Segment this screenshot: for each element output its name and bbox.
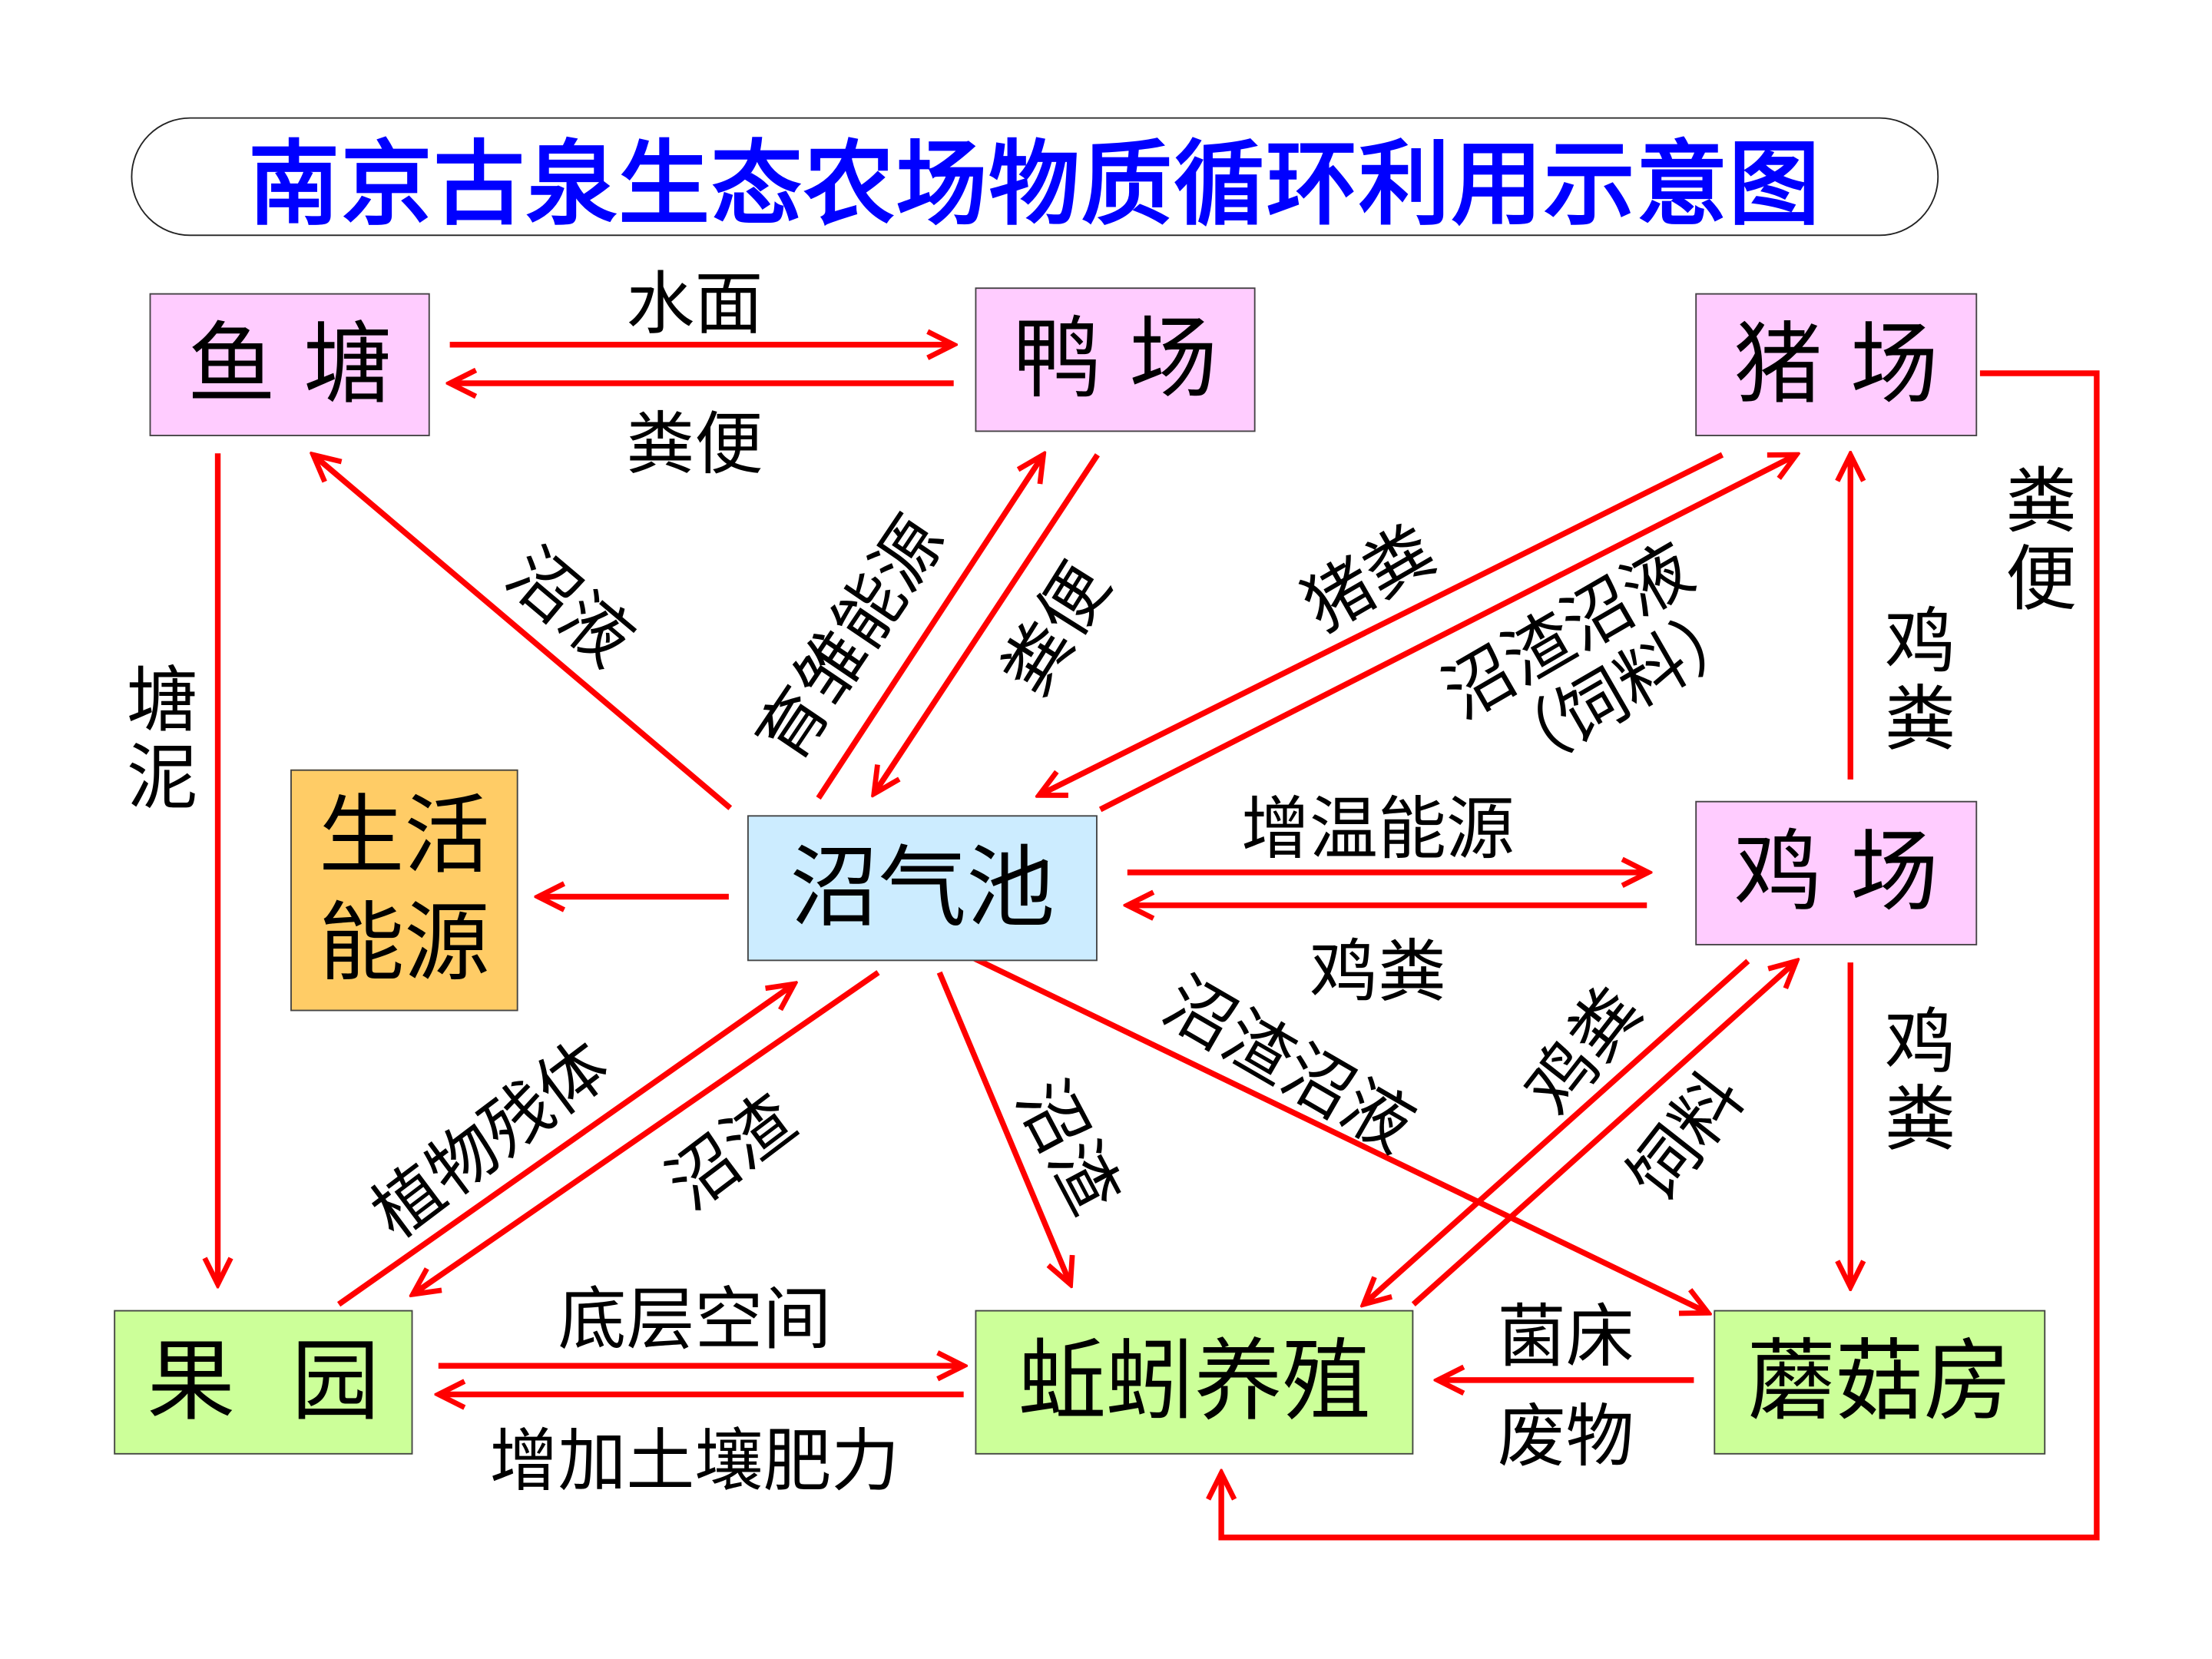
title-frame: 南京古泉生态农场物质循环利用示意图 bbox=[131, 117, 1939, 239]
arrow-biogas-to-pig bbox=[1098, 455, 1796, 813]
node-duck-farm: 鸭 场 bbox=[975, 287, 1256, 432]
arrow-orchard-to-biogas bbox=[336, 984, 794, 1307]
node-biogas-digester-label: 沼气池 bbox=[790, 835, 1055, 940]
node-living-energy: 生活 能源 bbox=[290, 769, 518, 1012]
node-living-energy-line2: 能源 bbox=[319, 892, 490, 994]
arrow-biogas-to-duck bbox=[816, 455, 1044, 800]
label-fish-to-orchard: 塘泥 bbox=[115, 662, 198, 817]
label-earthworm-to-orchard: 增加土壤肥力 bbox=[489, 1421, 900, 1502]
node-duck-farm-label: 鸭 场 bbox=[1012, 306, 1218, 412]
node-orchard-label: 果 园 bbox=[147, 1329, 380, 1434]
label-chicken-to-mushroom: 鸡粪 bbox=[1873, 1004, 1956, 1159]
arrow-biogas-to-orchard bbox=[412, 970, 880, 1294]
node-pig-farm: 猪 场 bbox=[1695, 293, 1978, 436]
arrow-chicken-to-earthworm bbox=[1363, 959, 1750, 1304]
label-chicken-to-biogas: 鸡粪 bbox=[1310, 932, 1446, 1013]
node-chicken-farm-label: 鸡 场 bbox=[1734, 820, 1939, 925]
label-pig-to-earthworm: 粪便 bbox=[1994, 463, 2077, 618]
node-fish-pond: 鱼 塘 bbox=[149, 293, 430, 436]
node-pig-farm-label: 猪 场 bbox=[1734, 311, 1939, 416]
label-biogas-to-chicken: 增温能源 bbox=[1241, 789, 1515, 870]
node-fish-pond-label: 鱼 塘 bbox=[187, 311, 392, 416]
arrow-duck-to-biogas bbox=[874, 453, 1100, 793]
arrow-biogas-to-fish bbox=[313, 455, 733, 810]
arrow-biogas-to-mushroom bbox=[966, 952, 1708, 1313]
node-earthworm-farm: 蚯蚓养殖 bbox=[975, 1310, 1414, 1455]
label-duck-to-fish: 粪便 bbox=[626, 404, 763, 485]
arrow-pig-to-earthworm bbox=[1221, 370, 2100, 1541]
page-title: 南京古泉生态农场物质循环利用示意图 bbox=[248, 132, 1822, 239]
label-fish-to-duck: 水面 bbox=[626, 264, 763, 345]
arrow-biogas-to-earthworm bbox=[936, 971, 1071, 1284]
node-orchard: 果 园 bbox=[114, 1310, 413, 1455]
node-living-energy-line1: 生活 bbox=[319, 786, 490, 886]
node-chicken-farm: 鸡 场 bbox=[1695, 800, 1978, 945]
label-mushroom-to-earthworm-line1: 菌床 bbox=[1497, 1296, 1634, 1378]
node-earthworm-farm-label: 蚯蚓养殖 bbox=[1018, 1329, 1371, 1434]
node-mushroom-house: 蘑菇房 bbox=[1714, 1310, 2046, 1455]
node-biogas-digester: 沼气池 bbox=[747, 815, 1098, 962]
label-orchard-to-earthworm: 底层空间 bbox=[558, 1280, 832, 1360]
arrow-earthworm-to-chicken bbox=[1411, 961, 1796, 1306]
label-chicken-to-pig: 鸡粪 bbox=[1873, 603, 1956, 758]
label-mushroom-to-earthworm-line2: 废物 bbox=[1497, 1397, 1634, 1478]
node-mushroom-house-label: 蘑菇房 bbox=[1747, 1329, 2012, 1434]
arrow-pig-to-biogas bbox=[1039, 452, 1724, 795]
